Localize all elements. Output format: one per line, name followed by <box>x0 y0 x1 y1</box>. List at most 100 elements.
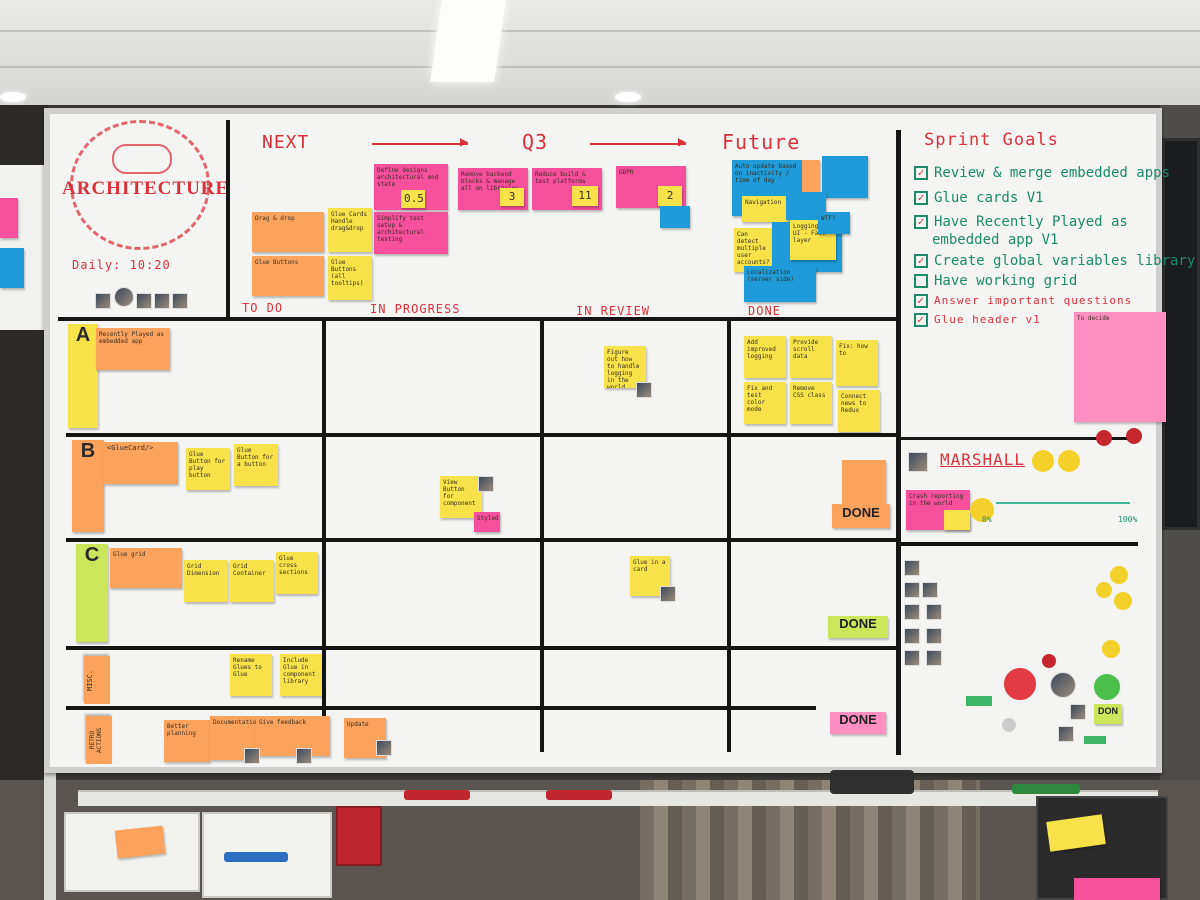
roadmap-q3-label: Q3 <box>522 130 549 154</box>
gear-icon <box>112 144 172 174</box>
assignee-avatar <box>296 748 312 764</box>
sticky-note[interactable]: Remove CSS class <box>790 382 832 424</box>
team-avatar <box>904 604 920 620</box>
sprint-goal-item: ✓Have Recently Played as <box>914 214 1128 231</box>
whiteboard-tray <box>78 790 1158 806</box>
daily-standup-time: Daily: 10:20 <box>72 258 171 272</box>
arrow-magnet-icon <box>1084 736 1106 744</box>
sticky-note[interactable]: Navigation <box>742 196 788 222</box>
red-marker[interactable] <box>404 790 470 800</box>
ceiling-light <box>430 0 506 82</box>
roadmap-arrow <box>590 143 686 145</box>
sticky-note[interactable]: Can detect multiple user accounts? <box>734 228 774 272</box>
progress-start-label: 0% <box>982 515 992 524</box>
sticky-note[interactable]: <GlueCard/> <box>104 442 178 484</box>
row-label-misc: MISC. <box>84 656 110 704</box>
sticky-note[interactable]: Drag & drop <box>252 212 324 252</box>
sticky-note[interactable]: Define designs architectural end state <box>374 164 448 210</box>
sticky-note[interactable] <box>822 156 868 198</box>
done-tag: DONE <box>830 712 886 734</box>
sticky-note[interactable]: Glue Buttons (all tooltips) <box>328 256 372 300</box>
sticky-note[interactable]: Localization (server side) <box>744 266 816 302</box>
team-avatar <box>172 293 188 309</box>
checkbox-icon <box>914 274 928 288</box>
done-tag: DONE <box>828 616 888 638</box>
sticky-note[interactable]: Figure out how to handle logging in the … <box>604 346 646 388</box>
sticky-note[interactable]: Fix: how to <box>836 340 878 386</box>
estimate-note[interactable]: 0.5 <box>401 190 425 208</box>
row-label-a: A <box>68 324 98 428</box>
sticky-note[interactable]: Glue grid <box>110 548 182 588</box>
team-avatar <box>904 650 920 666</box>
red-magnet <box>1042 654 1056 668</box>
blue-marker[interactable] <box>224 852 288 862</box>
red-marker[interactable] <box>546 790 612 800</box>
roadmap-next-label: NEXT <box>262 132 310 153</box>
tape-grid-line <box>66 706 816 710</box>
sticky-note[interactable]: Recently Played as embedded app <box>96 328 170 370</box>
sticky-note-questions[interactable]: To decide <box>1074 312 1166 422</box>
assignee-avatar <box>376 740 392 756</box>
team-avatar <box>926 604 942 620</box>
sticky-note[interactable] <box>842 460 886 506</box>
tape-grid-line <box>66 646 896 650</box>
done-magnet: DON <box>1094 704 1122 724</box>
sprint-goal-item: ✓Glue header v1 <box>914 311 1041 328</box>
tape-divider <box>896 130 901 755</box>
sticky-note[interactable]: Glue Button for a button <box>234 444 278 486</box>
sticky-note[interactable]: Give feedback <box>256 716 330 756</box>
column-header-in-progress: IN PROGRESS <box>370 302 461 316</box>
team-avatar <box>114 287 134 307</box>
sticky-note[interactable]: View Button for component <box>440 476 482 518</box>
estimate-note[interactable] <box>944 510 970 530</box>
whiteboard-eraser[interactable] <box>830 770 914 794</box>
sticky-note[interactable]: Include Glue in component library <box>280 654 322 696</box>
column-header-done: DONE <box>748 304 781 318</box>
red-cup <box>336 806 382 866</box>
tape-divider <box>226 120 230 318</box>
team-avatar <box>154 293 170 309</box>
smiley-magnet-icon <box>1032 450 1054 472</box>
sprint-goal-item: Have working grid <box>914 273 1077 290</box>
sticky-note[interactable]: Fix and test color mode <box>744 382 786 424</box>
sticky-note[interactable]: Rename Glues to Glue <box>230 654 272 696</box>
sticky-note[interactable]: Provide scroll data <box>790 336 832 378</box>
roadmap-future-label: Future <box>722 130 801 154</box>
monitor <box>1162 138 1200 530</box>
sticky-note[interactable] <box>802 160 820 200</box>
team-avatar <box>922 582 938 598</box>
sticky-note[interactable]: Styled <box>474 512 500 532</box>
row-label-c: C <box>76 544 108 642</box>
checked-box-icon: ✓ <box>914 254 928 268</box>
sticky-note[interactable]: Better planning <box>164 720 210 762</box>
column-header-in-review: IN REVIEW <box>576 304 651 318</box>
sticky-note[interactable]: Glue cross sections <box>276 552 318 594</box>
green-marker[interactable] <box>1012 784 1080 794</box>
estimate-note[interactable]: 3 <box>500 188 524 206</box>
ceiling <box>0 0 1200 105</box>
sticky-note[interactable]: Connect news to Redux <box>838 390 880 432</box>
sticky-note[interactable]: Grid Dimension <box>184 560 228 602</box>
sticky-note[interactable]: Simplify test setup & architectural test… <box>374 212 448 254</box>
sticky-pad <box>1074 878 1160 900</box>
sticky-note[interactable]: Glue Buttons <box>252 256 324 296</box>
roadmap-arrow <box>372 143 468 145</box>
estimate-note[interactable]: 11 <box>572 186 598 206</box>
sticky-note[interactable]: Grid Container <box>230 560 274 602</box>
sticky-note[interactable]: WTF? <box>818 212 850 234</box>
sticky-note[interactable]: Add improved logging <box>744 336 786 378</box>
ceiling-downlight <box>0 92 26 102</box>
done-tag: DONE <box>832 504 890 528</box>
sticky-note[interactable]: Glue Cards Handle drag&drop <box>328 208 372 252</box>
estimate-note[interactable]: 2 <box>658 186 682 206</box>
sticky-note[interactable]: Glue Button for play button <box>186 448 230 490</box>
checked-box-icon: ✓ <box>914 191 928 205</box>
sprint-goal-item: ✓Review & merge embedded apps <box>914 165 1170 182</box>
sticky-note[interactable] <box>660 206 690 228</box>
team-avatar <box>1058 726 1074 742</box>
happy-face-magnet-icon <box>1090 670 1124 704</box>
progress-end-label: 100% <box>1118 515 1138 524</box>
row-label-b: B <box>72 440 104 532</box>
marshall-label: MARSHALL <box>940 450 1026 469</box>
sprint-goal-item: ✓Answer important questions <box>914 292 1132 309</box>
